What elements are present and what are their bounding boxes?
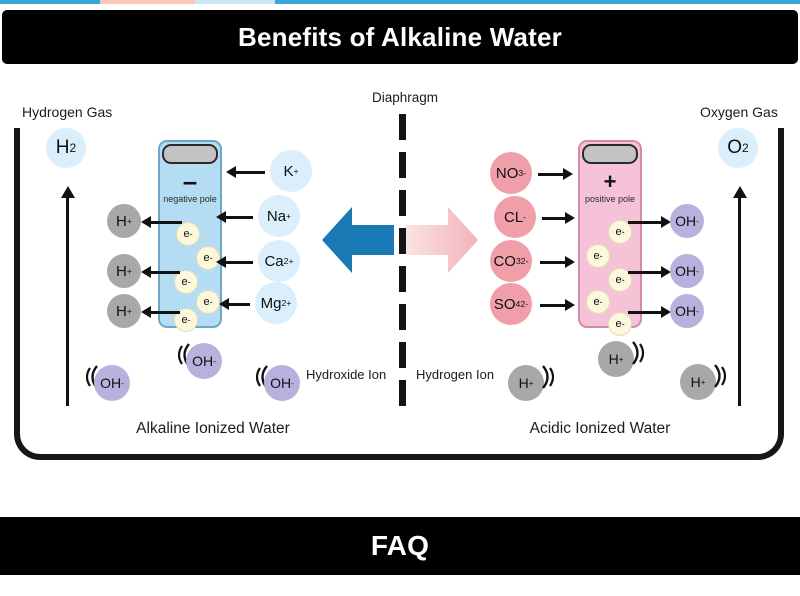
bottom-hydroxide-ion: OH- (186, 343, 222, 379)
oxygen-gas-formula: O (727, 137, 743, 158)
strip-segment-light-blue (195, 0, 275, 4)
anion-arrow-carbonate-icon (540, 257, 575, 267)
top-color-strip (0, 0, 800, 4)
hydrogen-arrow-cathode-icon (141, 307, 180, 317)
hydrogen-gas-subscript: 2 (69, 141, 77, 155)
strip-segment-blue-right (275, 0, 800, 4)
hydroxide-ion-anode: OH- (670, 254, 704, 288)
hydroxide-ion-zone-label: Hydroxide Ion (306, 367, 387, 382)
anion-arrow-nitrate-icon (538, 169, 573, 179)
alkaline-water-caption: Alkaline Ionized Water (136, 420, 290, 437)
bottom-hydrogen-ion: H+ (508, 365, 544, 401)
cathode-electron: e- (174, 270, 198, 294)
right-flow-arrow-icon (406, 201, 478, 279)
hydroxide-ion-anode: OH- (670, 204, 704, 238)
anode-electrode: + positive pole e- e- e- e- e- (578, 140, 642, 336)
cathode-electron: e- (176, 222, 200, 246)
hydrogen-ion-cathode: H+ (107, 294, 141, 328)
bottom-hydroxide-ion: OH- (264, 365, 300, 401)
anode-electron: e- (608, 312, 632, 336)
hydrogen-ion-cathode: H+ (107, 204, 141, 238)
cation-sodium: Na+ (258, 195, 300, 237)
vibration-wave-icon (710, 363, 726, 389)
positive-pole-text: positive pole (584, 194, 636, 204)
cation-potassium: K+ (270, 150, 312, 192)
strip-segment-blue-left (0, 0, 100, 4)
cation-arrow-potassium-icon (226, 167, 265, 177)
hydrogen-ion-zone-label: Hydrogen Ion (416, 367, 495, 382)
vibration-wave-icon (538, 364, 554, 390)
anode-electron: e- (586, 290, 610, 314)
faq-title: FAQ (370, 530, 430, 561)
bottom-hydrogen-ion: H+ (598, 341, 634, 377)
anion-arrow-chloride-icon (542, 213, 575, 223)
faq-bar[interactable]: FAQ (0, 517, 800, 575)
anion-arrow-sulfate-icon (540, 300, 575, 310)
page-title-bar: Benefits of Alkaline Water (2, 10, 798, 64)
diaphragm-label: Diaphragm (371, 90, 439, 105)
hydroxide-arrow-anode-icon (628, 217, 671, 227)
anion-chloride: CL- (494, 196, 536, 238)
positive-pole-sign-icon: + (603, 169, 617, 194)
hydrogen-arrow-cathode-icon (141, 217, 182, 227)
oxygen-gas-subscript: 2 (742, 141, 749, 155)
vibration-wave-icon (628, 340, 644, 366)
hydrogen-gas-up-arrow-icon (60, 186, 75, 406)
page-title: Benefits of Alkaline Water (237, 21, 562, 52)
hydrogen-gas-formula: H (55, 137, 70, 158)
anode-electron: e- (586, 244, 610, 268)
diaphragm-divider (399, 114, 406, 414)
acidic-water-caption: Acidic Ionized Water (529, 420, 671, 437)
negative-pole-sign-icon: – (182, 166, 198, 196)
bottom-hydrogen-ion: H+ (680, 364, 716, 400)
oxygen-gas-up-arrow-icon (732, 186, 747, 406)
water-tank-outline (14, 128, 784, 460)
hydrogen-ion-cathode: H+ (107, 254, 141, 288)
hydroxide-arrow-anode-icon (628, 307, 671, 317)
hydroxide-arrow-anode-icon (628, 267, 671, 277)
left-flow-arrow-icon (322, 201, 394, 279)
cation-arrow-magnesium-icon (219, 299, 250, 309)
hydrogen-gas-label: Hydrogen Gas (22, 104, 113, 120)
anode-cap (582, 144, 638, 164)
cation-arrow-sodium-icon (216, 212, 253, 222)
hydroxide-ion-anode: OH- (670, 294, 704, 328)
anode-electron: e- (608, 220, 632, 244)
bottom-hydroxide-ion: OH- (94, 365, 130, 401)
hydrogen-arrow-cathode-icon (141, 267, 180, 277)
cathode-electrode: – negative pole e- e- e- e- e- (158, 140, 222, 332)
negative-pole-text: negative pole (163, 194, 217, 204)
cathode-cap (162, 144, 218, 164)
oxygen-gas-label: Oxygen Gas (700, 104, 778, 120)
cation-arrow-calcium-icon (216, 257, 253, 267)
cathode-electron: e- (196, 290, 220, 314)
strip-segment-peach (100, 0, 195, 4)
